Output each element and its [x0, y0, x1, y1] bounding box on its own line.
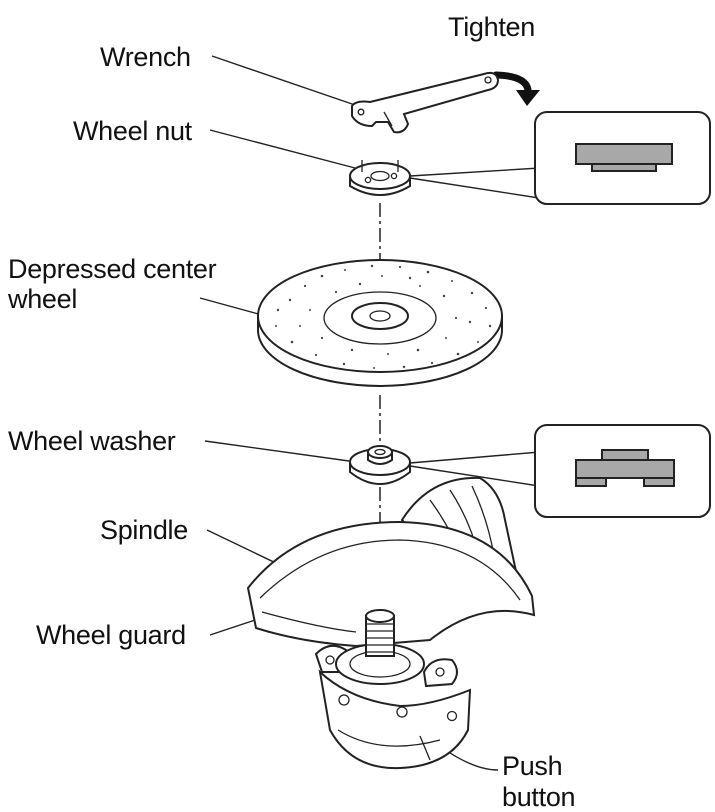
leader-depressed-wheel [199, 297, 263, 316]
wrench [351, 71, 500, 134]
label-depressed-center-line2: wheel [7, 284, 77, 314]
label-wheel-guard: Wheel guard [36, 620, 186, 650]
nut-callout [409, 111, 711, 205]
leader-wheel-nut [209, 129, 356, 169]
label-depressed-center-line1: Depressed center [8, 254, 217, 284]
label-tighten: Tighten [448, 12, 535, 42]
label-push-line1: Push [502, 751, 562, 781]
label-push-line2: button [502, 782, 575, 812]
label-wrench: Wrench [100, 42, 191, 72]
abrasive-texture [275, 264, 492, 369]
leader-wheel-guard [209, 619, 256, 636]
spindle [365, 609, 395, 657]
washer-cross-section-icon [575, 449, 675, 487]
wheel-nut [349, 160, 411, 196]
nut-cross-section-icon [575, 143, 673, 172]
label-wheel-nut: Wheel nut [73, 116, 193, 146]
curved-arrow-clockwise-icon [492, 71, 540, 106]
wheel-washer [349, 445, 411, 485]
label-wheel-washer: Wheel washer [8, 426, 176, 456]
leader-wrench [211, 55, 356, 106]
leader-wheel-washer [204, 440, 350, 462]
label-spindle: Spindle [100, 515, 188, 545]
depressed-center-wheel [257, 259, 503, 387]
gear-housing [318, 643, 472, 770]
washer-callout [409, 424, 711, 518]
